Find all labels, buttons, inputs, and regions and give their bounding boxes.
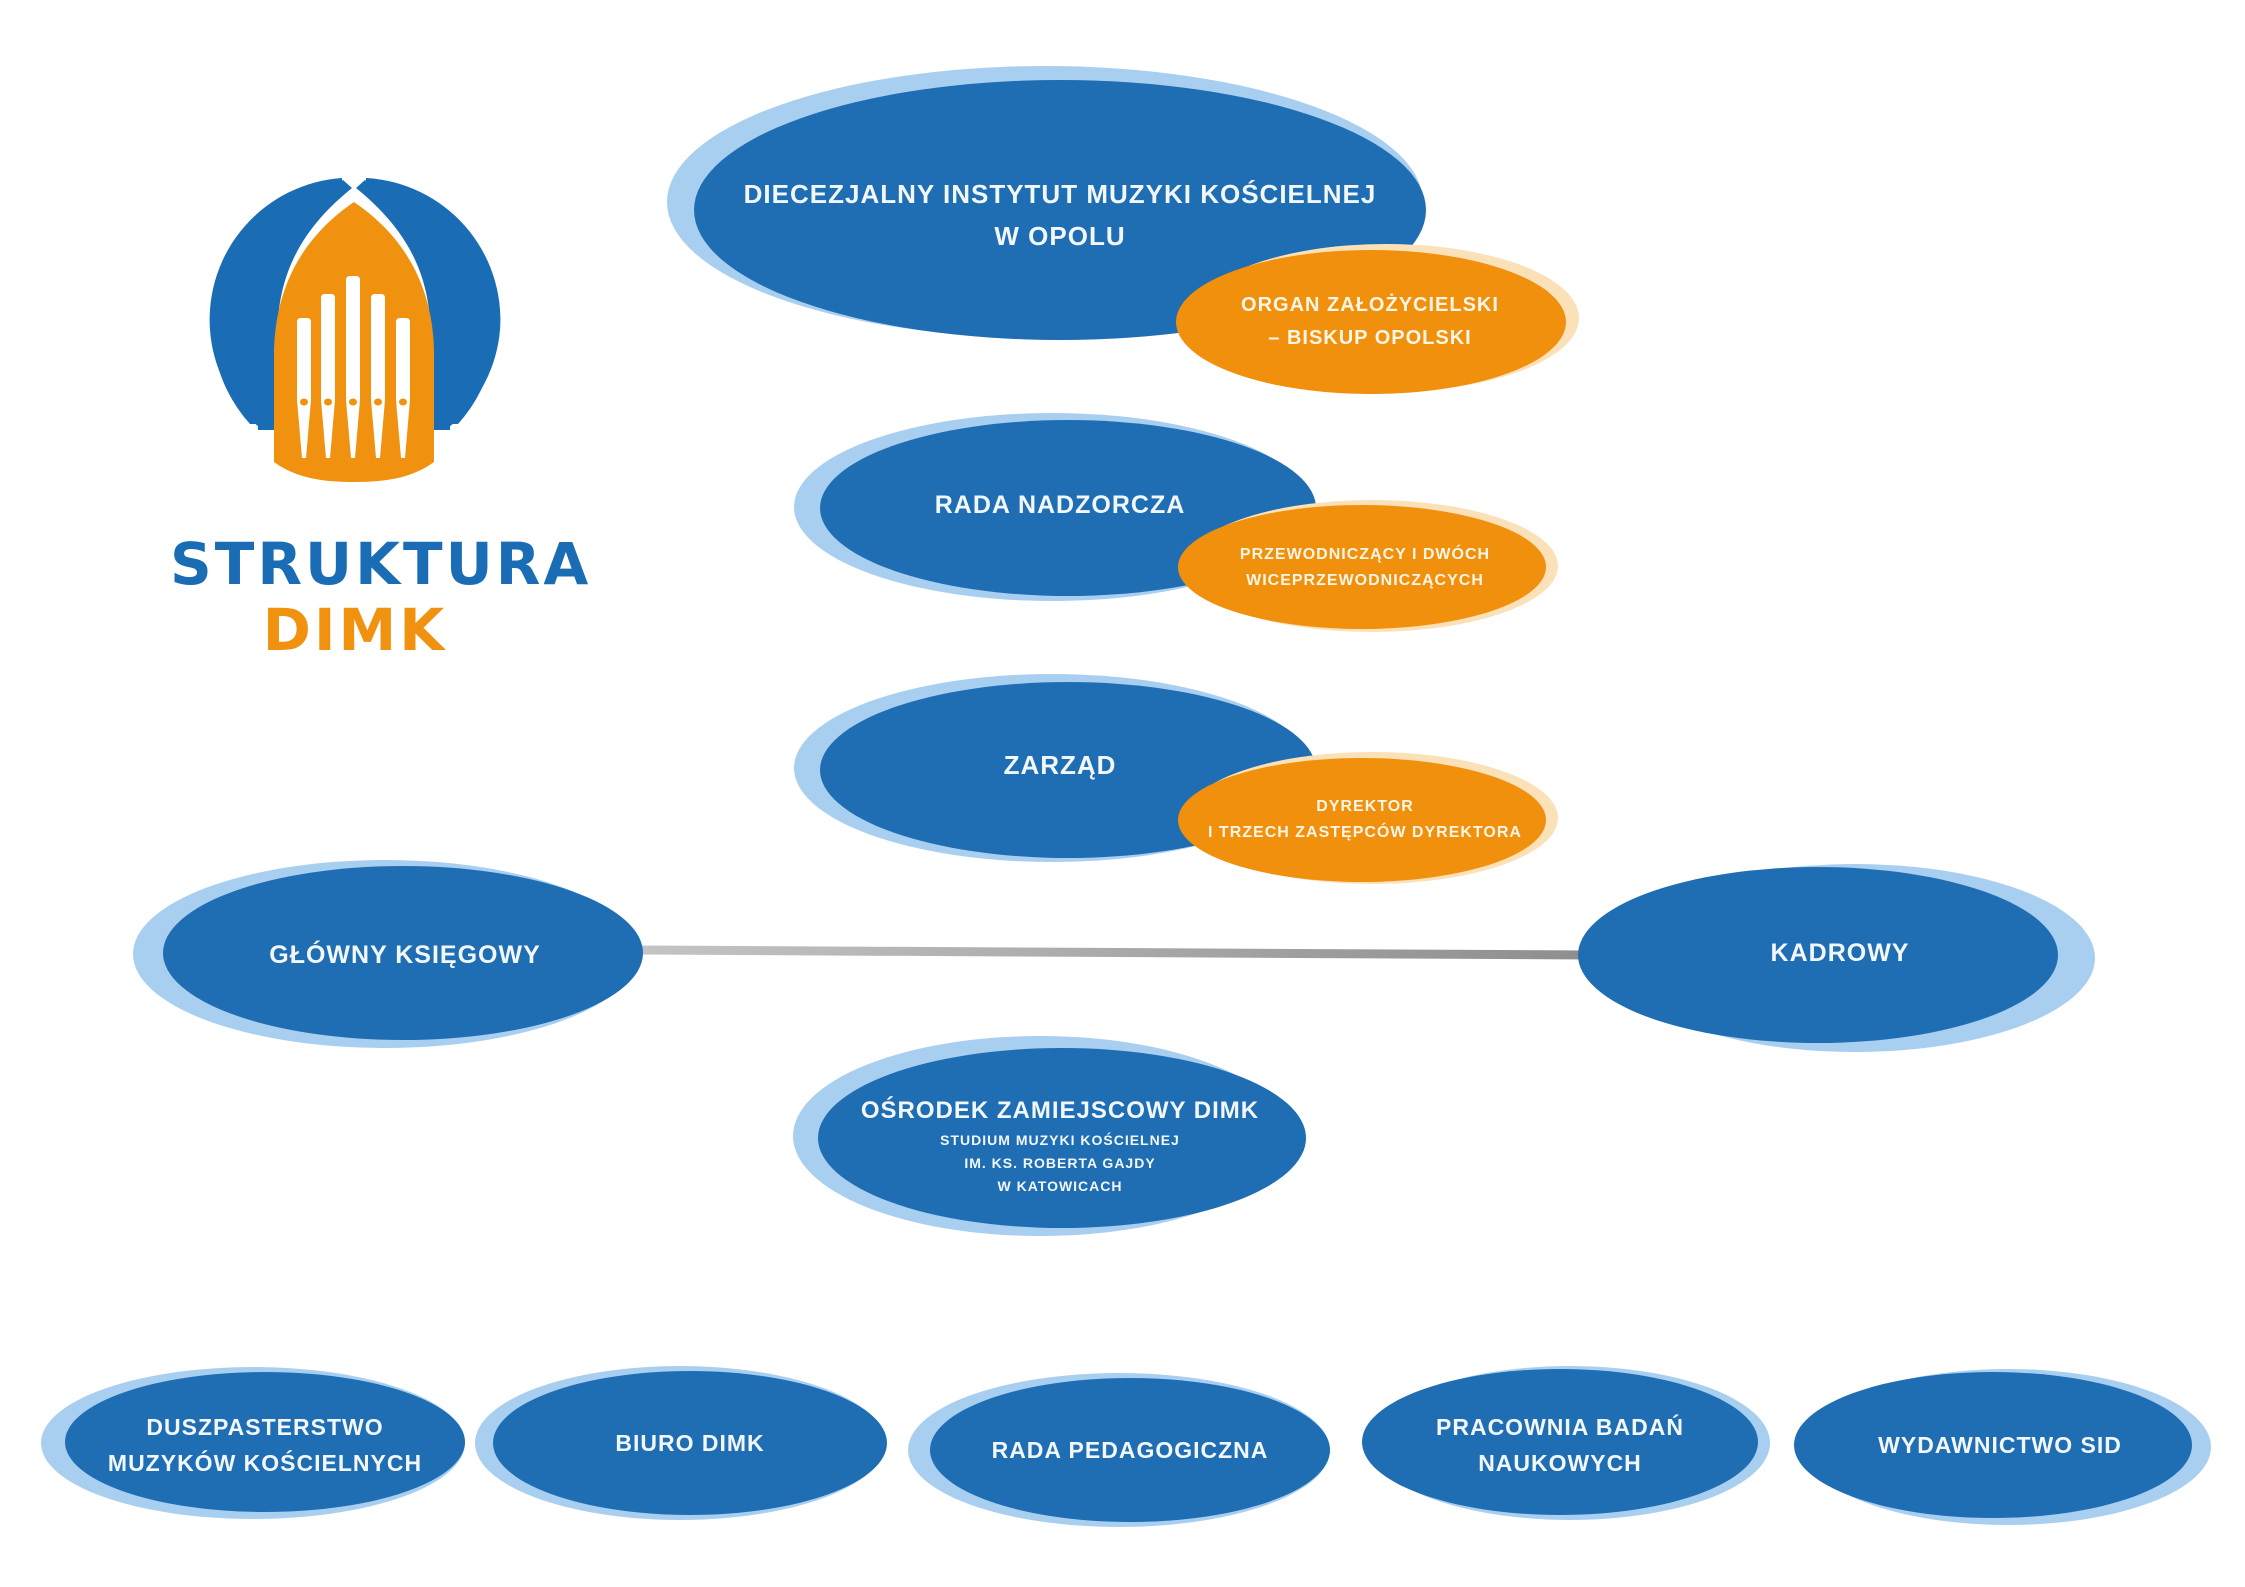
node-przewodniczacy-line-2: WICEPRZEWODNICZĄCYCH (1246, 572, 1484, 589)
node-kadrowy-label: KADROWY (1680, 928, 2000, 978)
node-dyrektor-label: DYREKTOR I TRZECH ZASTĘPCÓW DYREKTORA (1190, 790, 1540, 850)
node-biuro-line-1: BIURO DIMK (615, 1429, 765, 1456)
logo (209, 178, 501, 482)
node-wydawnictwo-label: WYDAWNICTWO SID (1840, 1420, 2160, 1470)
organ-pipes-arch-icon (209, 178, 501, 482)
node-organ-line-1: ORGAN ZAŁOŻYCIELSKI (1241, 294, 1499, 316)
node-kadrowy-line-1: KADROWY (1770, 938, 1910, 967)
node-rada-pedagogiczna-line-1: RADA PEDAGOGICZNA (991, 1436, 1269, 1463)
node-glowny-ksiegowy[interactable] (133, 860, 643, 1048)
node-rada-pedagogiczna[interactable] (908, 1373, 1330, 1527)
node-organ-zalozycielski[interactable] (1176, 244, 1579, 394)
nodes (41, 66, 2211, 1527)
node-dyrektor[interactable] (1178, 752, 1558, 884)
node-pracownia-line-1: PRACOWNIA BADAŃ (1436, 1414, 1684, 1440)
node-osrodek-zamiejscowy[interactable] (793, 1036, 1306, 1236)
node-przewodniczacy[interactable] (1178, 500, 1558, 632)
node-biuro[interactable] (475, 1366, 887, 1520)
node-wydawnictwo[interactable] (1794, 1369, 2211, 1525)
node-osrodek-label: OŚRODEK ZAMIEJSCOWY DIMK STUDIUM MUZYKI … (820, 1090, 1300, 1200)
node-osrodek-line-3: W KATOWICACH (997, 1177, 1123, 1194)
node-pracownia-line-2: NAUKOWYCH (1478, 1450, 1642, 1476)
node-duszpasterstwo-label: DUSZPASTERSTWO MUZYKÓW KOŚCIELNYCH (80, 1405, 450, 1485)
logo-title-dimk: DIMK (262, 596, 448, 664)
node-organ-line-2: – BISKUP OPOLSKI (1268, 327, 1472, 349)
node-osrodek-line-1: STUDIUM MUZYKI KOŚCIELNEJ (940, 1131, 1180, 1148)
logo-title-struktura: STRUKTURA (170, 530, 592, 598)
node-dimk-line-2: W OPOLU (994, 221, 1126, 251)
node-zarzad-line-1: ZARZĄD (1003, 749, 1117, 780)
node-wydawnictwo-line-1: WYDAWNICTWO SID (1878, 1431, 2122, 1458)
node-biuro-label: BIURO DIMK (540, 1418, 840, 1468)
node-rada-nadzorcza-line-1: RADA NADZORCZA (934, 490, 1186, 519)
node-glowny-ksiegowy-label: GŁÓWNY KSIĘGOWY (220, 930, 590, 980)
node-rada-nadzorcza-label: RADA NADZORCZA (880, 480, 1240, 530)
node-pracownia-label: PRACOWNIA BADAŃ NAUKOWYCH (1400, 1405, 1720, 1485)
node-duszpasterstwo-line-2: MUZYKÓW KOŚCIELNYCH (107, 1450, 423, 1476)
connectors (256, 330, 1992, 1378)
connector-upper-bus (639, 945, 1591, 960)
node-dyrektor-line-1: DYREKTOR (1316, 798, 1414, 815)
node-duszpasterstwo[interactable] (41, 1367, 465, 1519)
node-duszpasterstwo-line-1: DUSZPASTERSTWO (146, 1414, 384, 1440)
node-przewodniczacy-label: PRZEWODNICZĄCY I DWÓCH WICEPRZEWODNICZĄC… (1190, 538, 1540, 598)
node-dimk-line-1: DIECEZJALNY INSTYTUT MUZYKI KOŚCIELNEJ (743, 179, 1377, 209)
node-pracownia[interactable] (1362, 1366, 1770, 1520)
node-kadrowy[interactable] (1578, 864, 2095, 1052)
node-dyrektor-line-2: I TRZECH ZASTĘPCÓW DYREKTORA (1208, 824, 1522, 841)
node-rada-pedagogiczna-label: RADA PEDAGOGICZNA (950, 1425, 1310, 1475)
node-zarzad-label: ZARZĄD (900, 740, 1220, 790)
node-osrodek-line-2: IM. KS. ROBERTA GAJDY (964, 1154, 1156, 1171)
node-organ-label: ORGAN ZAŁOŻYCIELSKI – BISKUP OPOLSKI (1190, 284, 1550, 360)
node-osrodek-title: OŚRODEK ZAMIEJSCOWY DIMK (860, 1096, 1260, 1124)
node-glowny-ksiegowy-line-1: GŁÓWNY KSIĘGOWY (269, 940, 541, 969)
node-przewodniczacy-line-1: PRZEWODNICZĄCY I DWÓCH (1239, 546, 1491, 563)
node-dimk-label: DIECEZJALNY INSTYTUT MUZYKI KOŚCIELNEJ W… (700, 160, 1420, 270)
